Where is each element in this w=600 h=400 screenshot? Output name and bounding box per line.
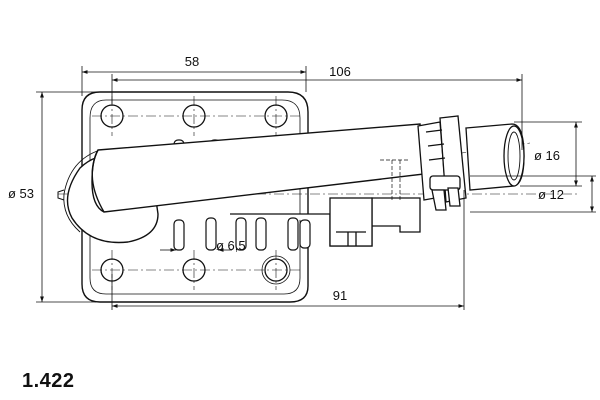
dim-diameter-6-5: ø 6,5 xyxy=(216,238,246,253)
dim-diameter-53: ø 53 xyxy=(8,186,34,201)
thermostat-housing xyxy=(230,197,421,247)
hose-connector xyxy=(417,115,525,211)
dim-width-58: 58 xyxy=(185,54,199,69)
dim-diameter-16: ø 16 xyxy=(534,148,560,163)
dim-width-106: 106 xyxy=(329,64,351,79)
dimension-lines xyxy=(36,66,596,310)
flange-plate xyxy=(81,91,309,303)
hidden-lines xyxy=(380,159,410,200)
dim-length-91: 91 xyxy=(333,288,347,303)
dimension-labels: 58 106 91 ø 53 ø 16 ø 12 ø 6,5 xyxy=(8,54,564,303)
dim-diameter-12: ø 12 xyxy=(538,187,564,202)
part-number: 1.422 xyxy=(22,370,75,392)
outlet-tube xyxy=(91,123,425,213)
